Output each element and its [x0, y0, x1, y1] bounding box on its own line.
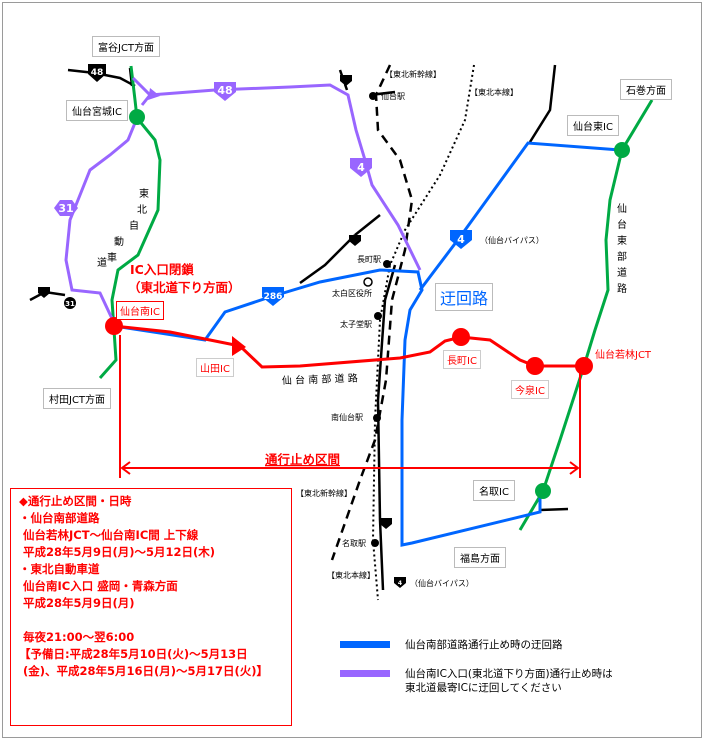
shinkansen-label: 【東北新幹線】	[385, 69, 441, 79]
svg-text:路: 路	[617, 282, 627, 295]
honsen-label: 【東北本線】	[470, 87, 518, 97]
closed-section-label: 通行止め区間	[265, 452, 340, 467]
yamada-arrow-icon	[232, 336, 246, 356]
svg-text:東: 東	[617, 234, 627, 247]
shinkansen-line	[330, 64, 414, 561]
sendai-higashi-ic-marker[interactable]	[614, 142, 630, 158]
bypass-label: （仙台バイパス）	[480, 235, 544, 245]
route-48-shield-icon	[88, 64, 106, 82]
natori-station-label: 名取駅	[342, 538, 366, 548]
svg-text:48: 48	[91, 68, 104, 78]
natori-ic-label: 名取IC	[473, 480, 515, 501]
nanbu-road-label: 仙 台 南 部 道 路	[282, 371, 358, 387]
svg-text:部: 部	[617, 250, 627, 263]
station-markers	[369, 92, 391, 547]
closure-notice: ◆通行止め区間・日時 ・仙台南部道路 仙台若林JCT～仙台南IC間 上下線 平成…	[10, 488, 292, 726]
legend-purple-line2: 東北道最寄ICに迂回してください	[405, 682, 562, 694]
notice-item1-head: ・仙台南部道路	[19, 511, 100, 525]
route-4-top-shield-icon	[340, 75, 352, 86]
legend-purple-line1: 仙台南IC入口(東北道下り方面)通行止め時は	[405, 668, 613, 680]
taihaku-office-label: 太白区役所	[332, 288, 372, 298]
nagamachi-station-label: 長町駅	[357, 255, 381, 264]
sendai-station-label: 仙台駅	[381, 91, 405, 101]
sendai-miyagi-ic-label: 仙台宮城IC	[66, 100, 128, 121]
ishinomaki-label: 石巻方面	[620, 79, 672, 100]
svg-text:4: 4	[357, 161, 365, 174]
route-31-shield-icon	[54, 200, 78, 216]
svg-text:動: 動	[114, 235, 124, 248]
yamada-ic-label: 山田IC	[196, 358, 234, 377]
wakabayashi-jct-marker[interactable]	[575, 357, 593, 375]
route-4-bottom-shield-icon	[394, 577, 406, 588]
svg-text:台: 台	[617, 218, 627, 231]
svg-text:48: 48	[217, 84, 232, 97]
nanbu-road-line	[113, 324, 584, 369]
route-4-mid-shield-icon	[380, 518, 392, 529]
route-shields: 48 48 4 4 31 31 286 4	[38, 64, 472, 588]
notice-time: 毎夜21:00～翌6:00	[23, 630, 135, 644]
imaizumi-ic-label: 今泉IC	[511, 380, 549, 399]
natori-ic-marker[interactable]	[535, 483, 551, 499]
sendai-miyagi-ic-marker[interactable]	[129, 109, 145, 125]
tohoku-expwy-label: 東 北 自 動 車 道	[97, 187, 149, 269]
notice-reserve-2: (金)、平成28年5月16日(月)～5月17日(火)】	[23, 664, 269, 678]
route-31-black-shield-icon	[64, 297, 76, 309]
svg-text:北: 北	[137, 204, 147, 216]
svg-text:仙: 仙	[617, 202, 627, 215]
shinkansen-label-bottom: 【東北新幹線】	[296, 488, 352, 498]
prefectural-shield-icon	[349, 235, 361, 246]
route-4-bypass-shield-icon	[450, 230, 472, 249]
svg-text:自: 自	[129, 219, 139, 232]
ward-office-icon	[363, 277, 373, 287]
svg-text:4: 4	[398, 580, 402, 587]
notice-item2-head: ・東北自動車道	[19, 562, 100, 576]
minamisendai-station-label: 南仙台駅	[331, 412, 363, 422]
svg-text:31: 31	[65, 300, 75, 308]
tomiya-jct-label: 富谷JCT方面	[92, 36, 161, 57]
notice-item1-section: 仙台若林JCT～仙台南IC間 上下線	[23, 528, 199, 542]
svg-text:東: 東	[139, 187, 149, 200]
sendai-higashi-ic-label: 仙台東IC	[567, 115, 619, 136]
imaizumi-ic-marker[interactable]	[526, 357, 544, 375]
nagamachi-ic-label: 長町IC	[443, 350, 481, 369]
taishido-station-label: 太子堂駅	[340, 319, 372, 329]
bypass-label-bottom: （仙台バイパス）	[410, 578, 474, 588]
honsen-label-bottom: 【東北本線】	[327, 570, 375, 580]
route-48-purple-shield-icon	[214, 82, 236, 101]
closure-label: IC入口閉鎖	[130, 262, 194, 277]
legend-blue-text: 仙台南部道路通行止め時の迂回路	[405, 639, 563, 651]
notice-item2-date: 平成28年5月9日(月)	[23, 596, 135, 610]
notice-title: ◆通行止め区間・日時	[19, 494, 132, 508]
svg-text:4: 4	[457, 233, 465, 246]
blue-detour-lines	[113, 141, 621, 547]
legend-purple-text: 仙台南IC入口(東北道下り方面)通行止め時は 東北道最寄ICに迂回してください	[405, 667, 613, 695]
route-4-purple-shield-icon	[350, 158, 372, 177]
detour-label: 迂回路	[435, 283, 494, 311]
legend-blue-swatch	[340, 641, 390, 648]
wakabayashi-jct-label: 仙台若林JCT	[592, 345, 655, 362]
tobu-road-label: 仙 台 東 部 道 路	[617, 202, 627, 295]
prefectural-shield-icon-2	[38, 287, 50, 298]
sendai-minami-ic-marker[interactable]	[105, 317, 123, 335]
svg-text:道: 道	[617, 266, 627, 279]
notice-item2-section: 仙台南IC入口 盛岡・青森方面	[23, 579, 178, 593]
svg-text:31: 31	[58, 202, 73, 215]
svg-text:道: 道	[97, 256, 107, 269]
legend-purple-swatch	[340, 670, 390, 677]
murata-jct-label: 村田JCT方面	[43, 388, 112, 409]
closure-direction-label: （東北道下り方面）	[128, 280, 241, 295]
sendai-minami-ic-label: 仙台南IC	[116, 301, 164, 320]
purple-arrow-icon	[148, 88, 160, 100]
fukushima-label: 福島方面	[454, 547, 506, 568]
closed-section-bracket	[119, 335, 581, 478]
svg-text:286: 286	[264, 292, 283, 302]
notice-reserve-1: 【予備日:平成28年5月10日(火)～5月13日	[19, 647, 248, 661]
notice-item1-date: 平成28年5月9日(月)～5月12日(木)	[23, 545, 216, 559]
nagamachi-ic-marker[interactable]	[452, 328, 470, 346]
honsen-line	[371, 64, 475, 601]
svg-text:車: 車	[107, 251, 117, 264]
route-286-shield-icon	[262, 287, 284, 306]
